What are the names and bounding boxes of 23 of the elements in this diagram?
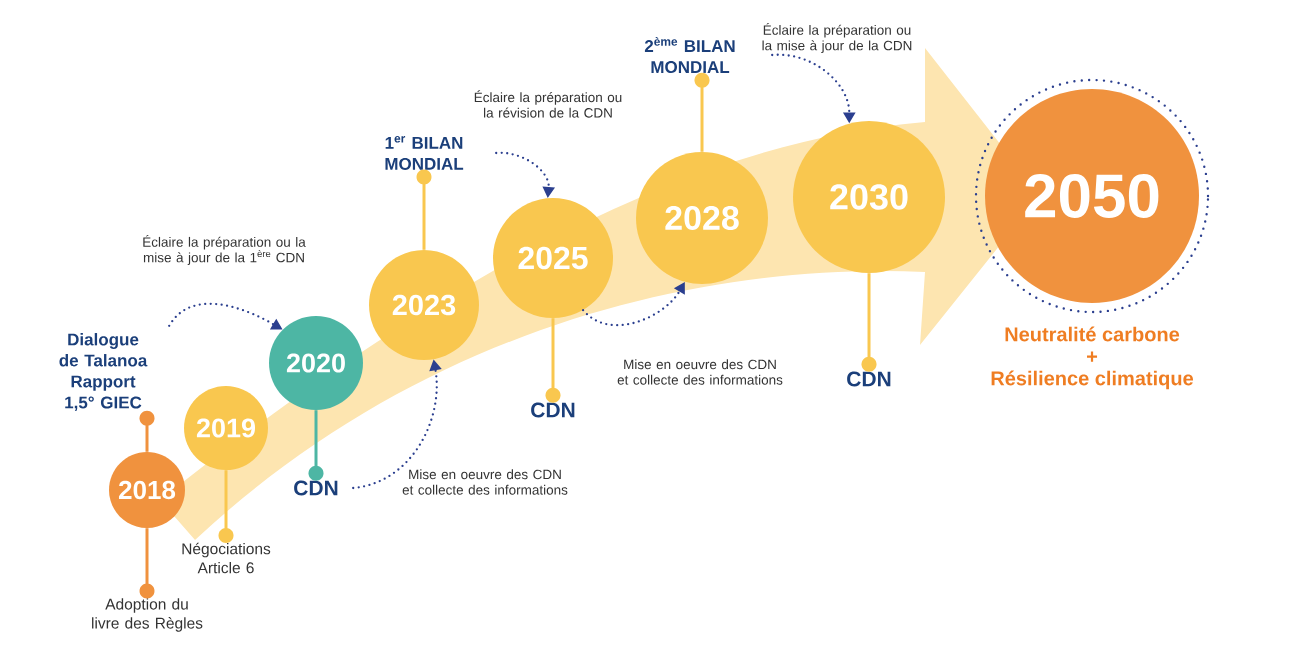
stem-line bbox=[861, 273, 877, 372]
timeline-label: Dialogue de Talanoa Rapport 1,5° GIEC bbox=[59, 333, 148, 411]
timeline-label: 1$^{er}$ BILAN MONDIAL bbox=[385, 136, 464, 170]
timeline-label: Négociations Article 6 bbox=[182, 542, 271, 574]
edge-label: Mise en oeuvre des CDN et collecte des informations bbox=[617, 359, 783, 385]
edge-label: Éclaire la préparation ou la mise à jour de la CDN bbox=[762, 23, 912, 53]
timeline-label: CDN bbox=[847, 371, 891, 387]
timeline-label: Adoption du livre des Règles bbox=[92, 598, 203, 632]
arrow bbox=[581, 282, 685, 327]
edge-label: Mise en oeuvre des CDN et collecte des informations bbox=[402, 469, 568, 495]
edge-label: Éclaire la préparation ou la révision de la CDN bbox=[474, 90, 622, 118]
stem-line bbox=[308, 410, 324, 481]
stem-line bbox=[139, 410, 155, 452]
timeline-label: 2$^{ème}$ BILAN MONDIAL bbox=[644, 36, 735, 74]
stem-line bbox=[218, 470, 234, 543]
edge-label: Éclaire la préparation ou la mise à jour de la 1$^{ère}$ CDN bbox=[143, 235, 306, 265]
stem-line bbox=[416, 169, 432, 250]
timeline-label: CDN bbox=[531, 402, 575, 418]
timeline-label: CDN bbox=[294, 480, 338, 496]
stem-line bbox=[139, 528, 155, 599]
stem-line bbox=[694, 72, 710, 152]
stem-line bbox=[545, 318, 561, 403]
goal-text: Neutralité carbone + Résilience climatique bbox=[991, 326, 1194, 390]
